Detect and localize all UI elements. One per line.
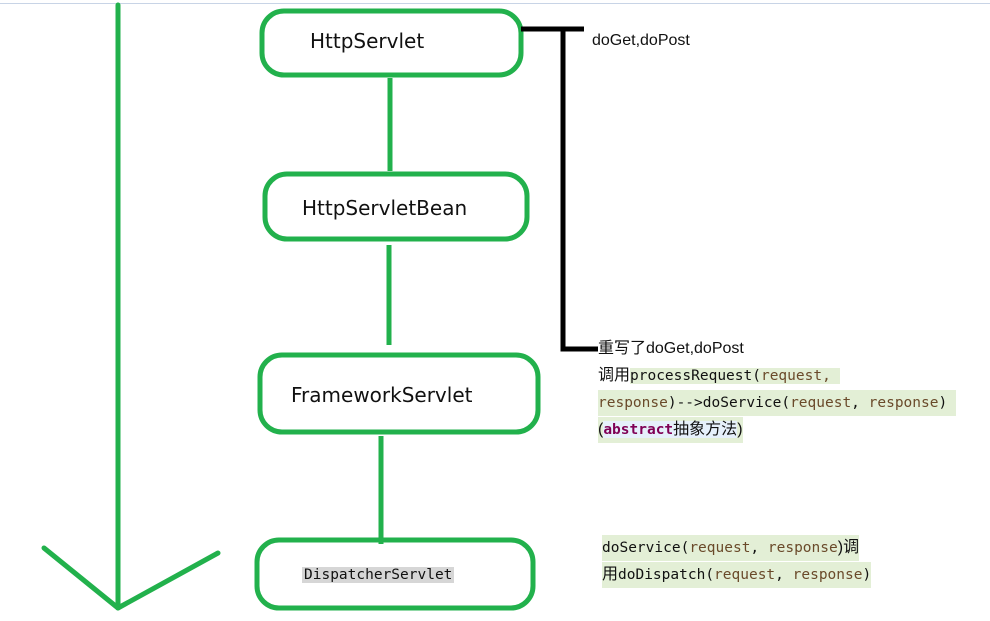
node-box-http-servlet bbox=[259, 8, 524, 78]
top-border bbox=[0, 3, 990, 4]
note-http-servlet: doGet,doPost bbox=[592, 32, 690, 49]
node-label-http-servlet: HttpServlet bbox=[310, 29, 425, 53]
do-service-call: doService( bbox=[602, 540, 690, 556]
note-framework-process-request: processRequest(request, bbox=[630, 368, 840, 384]
use-word: 用 bbox=[602, 566, 619, 583]
close-paren: ) bbox=[737, 421, 743, 438]
node-label-http-servlet-bean: HttpServletBean bbox=[302, 196, 468, 220]
param-response: response bbox=[767, 540, 838, 556]
override-bracket-vertical bbox=[560, 29, 598, 352]
node-label-framework-servlet: FrameworkServlet bbox=[291, 383, 473, 407]
close-paren: ) bbox=[862, 567, 872, 583]
note-dispatcher-line-2: 用doDispatch(request, response) bbox=[602, 562, 872, 588]
close-paren: ) bbox=[938, 395, 948, 411]
separator: , bbox=[851, 395, 869, 411]
abstract-keyword: abstract bbox=[603, 422, 674, 438]
note-framework-call-word: 调用 bbox=[598, 367, 631, 384]
note-framework-line-3: response)-->doService(request, response) bbox=[598, 390, 956, 416]
param-request: request, bbox=[760, 368, 831, 384]
do-dispatch-call: doDispatch( bbox=[618, 567, 715, 583]
note-framework-line-2: 调用processRequest(request, bbox=[598, 363, 840, 389]
param-response: response bbox=[868, 395, 939, 411]
separator: , bbox=[775, 567, 793, 583]
do-service-call: )-->doService( bbox=[667, 395, 791, 411]
abstract-method-text: 抽象方法 bbox=[673, 421, 738, 438]
param-request: request bbox=[714, 567, 776, 583]
open-paren: ( bbox=[598, 421, 604, 438]
param-request: request bbox=[689, 540, 751, 556]
node-box-http-servlet-bean bbox=[262, 171, 530, 242]
param-response: response bbox=[792, 567, 863, 583]
separator: , bbox=[750, 540, 768, 556]
node-label-dispatcher-servlet: DispatcherServlet bbox=[302, 567, 455, 583]
close-paren-call-word: )调 bbox=[837, 539, 860, 556]
param-request: request bbox=[790, 395, 852, 411]
node-box-framework-servlet bbox=[257, 352, 541, 435]
param-response: response bbox=[598, 395, 668, 411]
note-framework-line-4: (abstract抽象方法) bbox=[598, 417, 743, 443]
note-dispatcher-line-1: doService(request, response)调 bbox=[602, 535, 860, 561]
note-framework-override: 重写了doGet,doPost bbox=[598, 340, 744, 357]
method-name: processRequest( bbox=[630, 368, 761, 384]
arrow-head bbox=[41, 545, 221, 611]
note-framework-line-1: 重写了doGet,doPost bbox=[598, 336, 744, 362]
